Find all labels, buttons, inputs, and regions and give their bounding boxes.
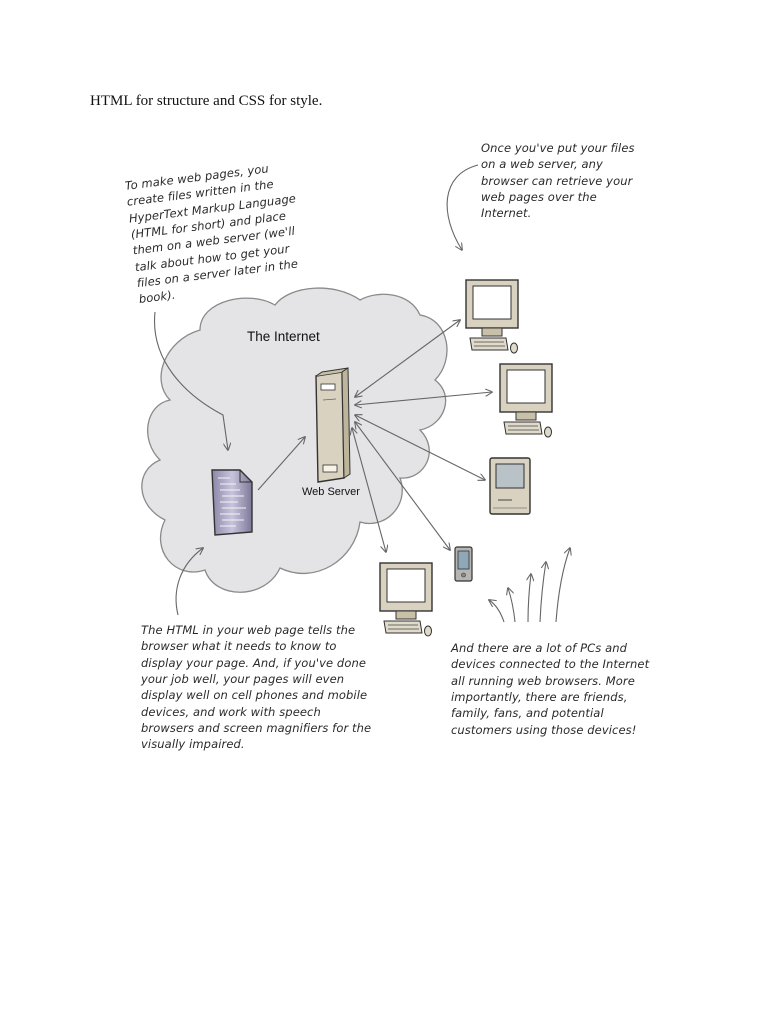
note-browser-retrieve: Once you've put your files on a web serv… <box>481 141 635 221</box>
classic-mac-icon <box>489 457 531 515</box>
desktop-computer-icon <box>499 363 553 438</box>
handheld-device-icon <box>454 546 473 582</box>
pointing-arrow-icon <box>528 574 531 623</box>
pointing-arrow-icon <box>446 164 479 250</box>
page-heading: HTML for structure and CSS for style. <box>90 93 323 109</box>
desktop-computer-icon <box>379 562 433 637</box>
pointing-arrow-icon <box>175 548 203 616</box>
note-create-html-files: To make web pages, you create files writ… <box>124 161 299 307</box>
pointing-arrow-icon <box>154 311 228 450</box>
server-label: Web Server <box>302 486 360 498</box>
pointing-arrow-icon <box>539 562 546 623</box>
pointing-arrow-icon <box>489 600 505 623</box>
pointing-arrow-icon <box>355 320 460 397</box>
pointing-arrow-icon <box>355 392 492 405</box>
note-devices-connected: And there are a lot of PCs and devices c… <box>451 641 650 737</box>
desktop-computer-icon <box>465 279 519 354</box>
pointing-arrow-icon <box>257 437 305 491</box>
note-html-display: The HTML in your web page tells the brow… <box>141 623 372 752</box>
html-document-icon <box>211 469 253 536</box>
pointing-arrow-icon <box>555 548 570 623</box>
pointing-arrow-icon <box>508 588 516 623</box>
cloud-label: The Internet <box>247 329 320 344</box>
web-server-icon <box>315 367 351 483</box>
pointing-arrow-icon <box>352 428 386 552</box>
